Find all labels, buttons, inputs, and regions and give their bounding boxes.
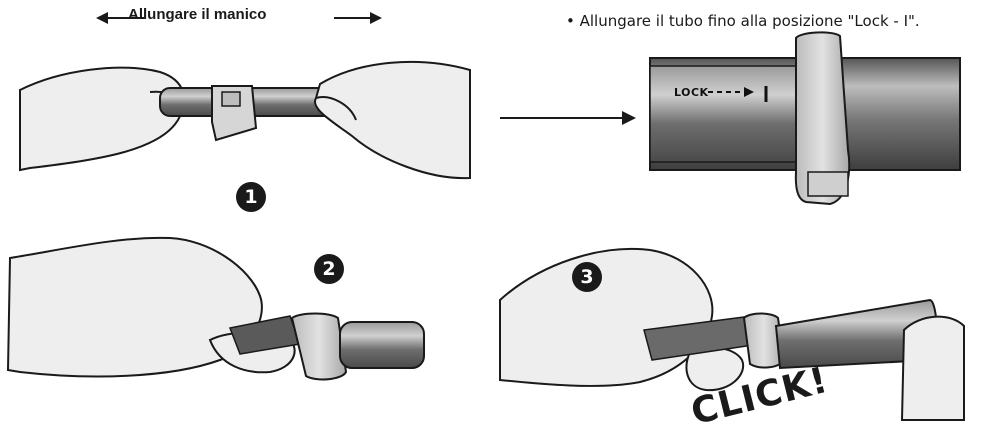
step-number-badge: 3 — [572, 262, 602, 292]
step-number-badge: 2 — [314, 254, 344, 284]
lock-detail-illustration — [649, 31, 961, 206]
lock-label: LOCK — [674, 86, 709, 99]
left-arrow-icon — [96, 12, 144, 24]
step-2-illustration — [6, 236, 425, 381]
right-arrow-icon — [334, 12, 382, 24]
instruction-extend-tube: • Allungare il tubo fino alla posizione … — [566, 12, 920, 30]
step-1-illustration — [19, 60, 471, 180]
step-3-illustration — [499, 248, 965, 421]
pointer-arrow-icon — [500, 111, 636, 125]
instruction-extend-handle: Allungare il manico — [128, 6, 267, 23]
step-number-badge: 1 — [236, 182, 266, 212]
